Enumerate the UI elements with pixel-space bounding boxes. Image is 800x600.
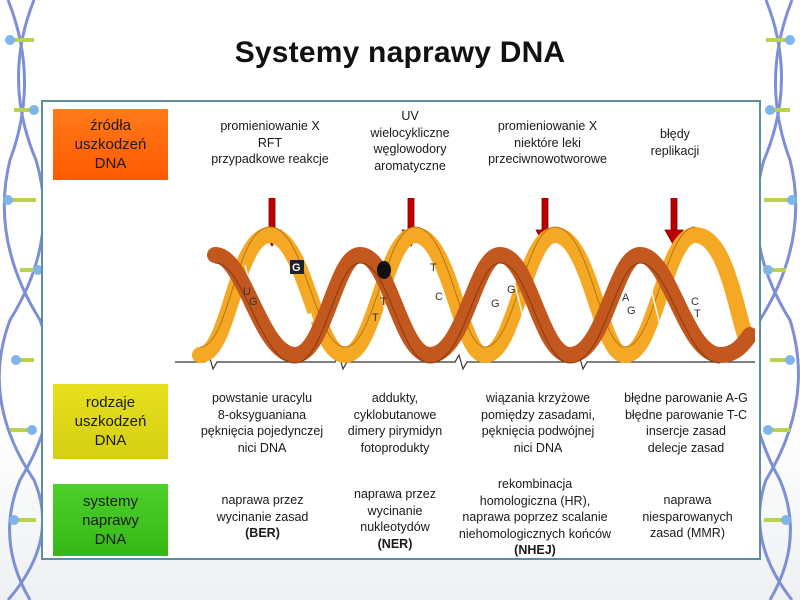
damage-type-cell-3: wiązania krzyżowe pomiędzy zasadami, pęk… xyxy=(468,390,608,456)
row-label-repair-systems: systemy naprawy DNA xyxy=(53,484,168,556)
cell-line: aromatyczne xyxy=(374,158,446,173)
base-letter: G xyxy=(292,262,301,274)
cell-line: (BER) xyxy=(245,526,280,540)
repair-cell-ber: naprawa przez wycinanie zasad (BER) xyxy=(195,492,330,542)
base-letter: T xyxy=(430,262,437,274)
cell-line: wycinanie zasad xyxy=(216,509,309,524)
cell-line: replikacji xyxy=(650,143,700,158)
dna-double-helix: U G T T T C G G A G C T G xyxy=(175,226,755,371)
base-letter: A xyxy=(622,292,630,304)
repair-cell-mmr: naprawa niesparowanych zasad (MMR) xyxy=(630,492,745,542)
row-label-line: DNA xyxy=(94,155,127,172)
base-letter: C xyxy=(435,291,443,303)
adduct-marker xyxy=(377,261,391,279)
cell-line: przypadkowe reakcje xyxy=(211,152,329,166)
base-letter: G xyxy=(249,296,258,308)
cell-line: dimery pirymidyn xyxy=(347,424,443,438)
cell-line: RFT xyxy=(257,135,283,150)
cell-line: błędne parowanie A-G xyxy=(624,391,748,405)
cell-line: nukleotydów xyxy=(360,520,430,534)
base-letter: C xyxy=(691,296,699,308)
row-label-line: rodzaje xyxy=(85,394,136,411)
row-label-sources: źródła uszkodzeń DNA xyxy=(53,109,168,180)
repair-cell-hr-nhej: rekombinacja homologiczna (HR), naprawa … xyxy=(450,476,620,559)
cell-line: naprawa xyxy=(663,493,712,507)
base-letter: T xyxy=(380,296,387,308)
cell-line: (NHEJ) xyxy=(514,543,556,557)
base-letter: U xyxy=(243,286,251,298)
row-label-line: uszkodzeń xyxy=(74,413,147,430)
source-cell-1: promieniowanie X RFT przypadkowe reakcje xyxy=(200,118,340,168)
source-cell-2: UV wielocykliczne węglowodory aromatyczn… xyxy=(340,108,480,174)
cell-line: węglowodory xyxy=(373,142,447,156)
strand-break-single xyxy=(284,312,314,331)
cell-line: niektóre leki xyxy=(514,135,581,150)
cell-line: insercje zasad xyxy=(646,424,726,438)
row-label-line: uszkodzeń xyxy=(74,136,147,153)
cell-line: wiązania krzyżowe xyxy=(485,391,591,405)
cell-line: błędne parowanie T-C xyxy=(624,407,748,422)
row-label-line: DNA xyxy=(94,530,127,548)
cell-line: niesparowanych xyxy=(642,509,733,524)
cell-line: błędy xyxy=(660,127,690,141)
base-letter: G xyxy=(491,298,500,310)
cell-line: promieniowanie X xyxy=(220,119,320,133)
cell-line: niehomologicznych końców xyxy=(458,526,612,541)
cell-line: delecje zasad xyxy=(647,440,725,455)
cell-line: naprawa poprzez scalanie xyxy=(462,510,608,524)
cell-line: fotoprodukty xyxy=(360,440,430,455)
cell-line: pomiędzy zasadami, xyxy=(481,407,595,422)
row-label-line: źródła xyxy=(90,117,131,134)
helix-strand-dark xyxy=(207,246,755,364)
damage-type-cell-1: powstanie uracylu 8-oksyguaniana pęknięc… xyxy=(192,390,332,456)
cell-line: cyklobutanowe xyxy=(353,407,437,422)
source-cell-4: błędy replikacji xyxy=(630,126,720,159)
cell-line: promieniowanie X xyxy=(497,119,598,133)
cell-line: nici DNA xyxy=(513,440,563,455)
cell-line: naprawa przez xyxy=(354,487,436,501)
damage-type-cell-2: addukty, cyklobutanowe dimery pirymidyn … xyxy=(335,390,455,456)
cell-line: pęknięcia podwójnej xyxy=(481,424,595,438)
slide-title: Systemy naprawy DNA xyxy=(234,36,566,69)
cell-line: 8-oksyguaniana xyxy=(217,407,307,422)
base-letter: T xyxy=(694,308,701,320)
base-letter: G xyxy=(627,305,636,317)
cell-line: powstanie uracylu xyxy=(211,391,313,405)
base-letter: T xyxy=(372,312,379,324)
strand-break-double xyxy=(549,290,589,321)
row-label-line: DNA xyxy=(94,432,127,449)
damage-type-cell-4: błędne parowanie A-G błędne parowanie T-… xyxy=(612,390,760,456)
cell-line: addukty, xyxy=(371,391,419,405)
cell-line: pęknięcia pojedynczej xyxy=(200,424,324,438)
cell-line: UV xyxy=(401,109,419,123)
cell-line: homologiczna (HR), xyxy=(479,493,591,508)
base-letter: G xyxy=(507,284,516,296)
repair-cell-ner: naprawa przez wycinanie nukleotydów (NER… xyxy=(340,486,450,552)
cell-line: przeciwnowotworowe xyxy=(488,152,607,166)
cell-line: zasad (MMR) xyxy=(649,526,725,540)
cell-line: wycinanie xyxy=(367,503,423,518)
cell-line: (NER) xyxy=(377,536,413,551)
cell-line: naprawa przez xyxy=(221,493,304,507)
cell-line: nici DNA xyxy=(237,440,287,455)
helix-axis xyxy=(175,353,755,371)
row-label-line: systemy xyxy=(82,492,138,510)
oxoguanine-box: G xyxy=(290,260,304,274)
source-cell-3: promieniowanie X niektóre leki przeciwno… xyxy=(475,118,620,168)
cell-line: wielocykliczne xyxy=(370,125,450,140)
cell-line: rekombinacja xyxy=(497,477,573,491)
damage-arrow-4 xyxy=(664,198,684,247)
row-label-line: naprawy xyxy=(82,511,139,529)
row-label-damage-types: rodzaje uszkodzeń DNA xyxy=(53,384,168,459)
